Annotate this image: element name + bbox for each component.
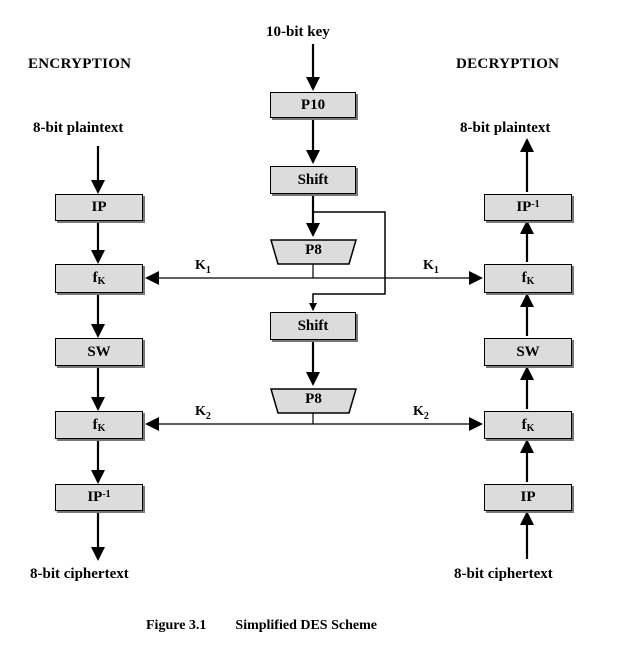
enc-sw-box: SW (55, 338, 143, 366)
dec-ipinv-box: IP-1 (484, 194, 572, 221)
shift-box-1: Shift (270, 166, 356, 194)
k2-label-right: K2 (413, 404, 429, 422)
enc-ipinv-superscript: -1 (102, 489, 111, 500)
k1-label-right: K1 (423, 258, 439, 276)
k1-label-left: K1 (195, 258, 211, 276)
enc-ip-label: IP (91, 199, 107, 215)
enc-ipinv-box: IP-1 (55, 484, 143, 511)
enc-ip-box: IP (55, 194, 143, 221)
p8-label-1: P8 (305, 242, 322, 258)
dec-ipinv-label: IP (516, 199, 532, 215)
dec-fk1-subscript: K (526, 276, 535, 287)
dec-fk2-label: f (521, 416, 527, 433)
enc-sw-label: SW (87, 343, 111, 360)
enc-ipinv-label: IP (87, 489, 103, 505)
enc-fk2-subscript: K (97, 422, 106, 434)
k2-subscript-right: 2 (423, 410, 429, 422)
k1-subscript-right: 1 (433, 264, 439, 276)
arrow-shift-loop (309, 211, 386, 311)
figure-title: Simplified DES Scheme (235, 618, 377, 633)
k2-subscript-left: 2 (205, 410, 211, 422)
decryption-ciphertext-label: 8-bit ciphertext (454, 566, 553, 582)
p8-label-2: P8 (305, 391, 322, 407)
dec-ip-box: IP (484, 484, 572, 511)
decryption-heading: DECRYPTION (456, 56, 560, 72)
enc-fk1-label: f (92, 270, 98, 286)
dec-sw-box: SW (484, 338, 572, 366)
figure-number: Figure 3.1 (146, 618, 207, 633)
enc-fk1-subscript: K (97, 276, 106, 287)
key-input-label: 10-bit key (266, 24, 330, 40)
k2-letter-left: K (195, 404, 206, 419)
figure-caption: Figure 3.1 Simplified DES Scheme (146, 618, 377, 634)
k2-label-left: K2 (195, 404, 211, 422)
dec-sw-label: SW (516, 343, 540, 360)
decryption-plaintext-label: 8-bit plaintext (460, 120, 551, 136)
dec-ip-label: IP (520, 489, 536, 505)
shift-label-1: Shift (297, 171, 329, 188)
k1-letter-left: K (195, 258, 206, 273)
k1-letter-right: K (423, 258, 434, 273)
p10-label: P10 (300, 96, 326, 113)
p8-shape-1 (270, 239, 357, 265)
k2-letter-right: K (413, 404, 424, 419)
encryption-plaintext-label: 8-bit plaintext (33, 120, 124, 136)
k1-subscript-left: 1 (205, 264, 211, 276)
encryption-ciphertext-label: 8-bit ciphertext (30, 566, 129, 582)
dec-fk2-subscript: K (526, 422, 535, 434)
encryption-heading: ENCRYPTION (28, 56, 132, 72)
dec-ipinv-superscript: -1 (531, 199, 540, 210)
p8-shape-2 (270, 388, 357, 414)
p10-box: P10 (270, 92, 356, 118)
shift-label-2: Shift (297, 317, 329, 334)
dec-fk1-label: f (521, 270, 527, 286)
shift-box-2: Shift (270, 312, 356, 340)
enc-fk2-label: f (92, 416, 98, 433)
